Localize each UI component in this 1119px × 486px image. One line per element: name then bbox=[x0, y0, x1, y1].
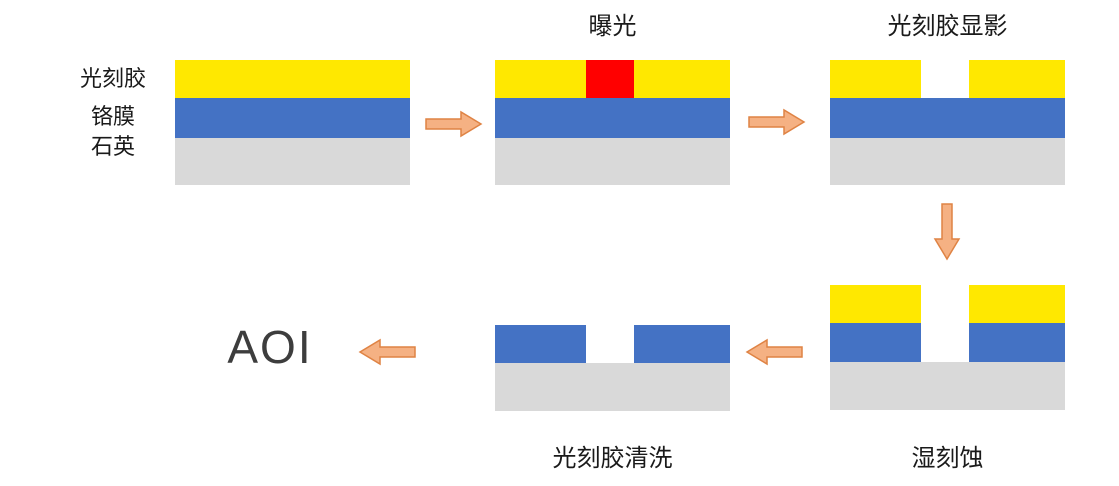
quartz-layer bbox=[830, 362, 1065, 410]
arrow-right-icon-2 bbox=[748, 108, 806, 136]
quartz-layer bbox=[830, 138, 1065, 185]
chrome-layer-right bbox=[969, 323, 1065, 362]
stage-resist-clean-stack bbox=[495, 325, 730, 411]
photoresist-label: 光刻胶 bbox=[79, 66, 146, 91]
chrome-layer bbox=[495, 98, 730, 138]
stage-development-stack bbox=[830, 60, 1065, 185]
photoresist-layer-right bbox=[969, 285, 1065, 323]
photoresist-layer-left bbox=[830, 285, 921, 323]
photoresist-layer bbox=[175, 60, 410, 98]
stage-initial-stack bbox=[175, 60, 410, 185]
exposure-step-label: 曝光 bbox=[588, 13, 637, 40]
chrome-layer-left bbox=[830, 323, 921, 362]
chrome-layer bbox=[830, 98, 1065, 138]
photoresist-layer-left bbox=[830, 60, 921, 98]
quartz-label: 石英 bbox=[90, 134, 135, 159]
arrow-down-icon bbox=[933, 203, 961, 261]
aoi-step-label: AOI bbox=[227, 321, 313, 373]
chrome-layer bbox=[175, 98, 410, 138]
quartz-layer bbox=[175, 138, 410, 185]
arrow-left-icon-1 bbox=[745, 338, 803, 366]
arrow-left-icon-2 bbox=[358, 338, 416, 366]
quartz-layer bbox=[495, 138, 730, 185]
wet-etch-step-label: 湿刻蚀 bbox=[911, 445, 984, 472]
chrome-layer-right bbox=[634, 325, 730, 363]
chrome-layer-left bbox=[495, 325, 586, 363]
exposed-region bbox=[586, 60, 634, 98]
stage-wet-etch-stack bbox=[830, 285, 1065, 410]
chrome-film-label: 铬膜 bbox=[90, 104, 135, 129]
quartz-layer bbox=[495, 363, 730, 411]
photoresist-layer-right bbox=[969, 60, 1065, 98]
development-step-label: 光刻胶显影 bbox=[887, 13, 1008, 40]
resist-clean-step-label: 光刻胶清洗 bbox=[552, 445, 673, 472]
stage-exposure-stack bbox=[495, 60, 730, 185]
arrow-right-icon-1 bbox=[425, 110, 483, 138]
